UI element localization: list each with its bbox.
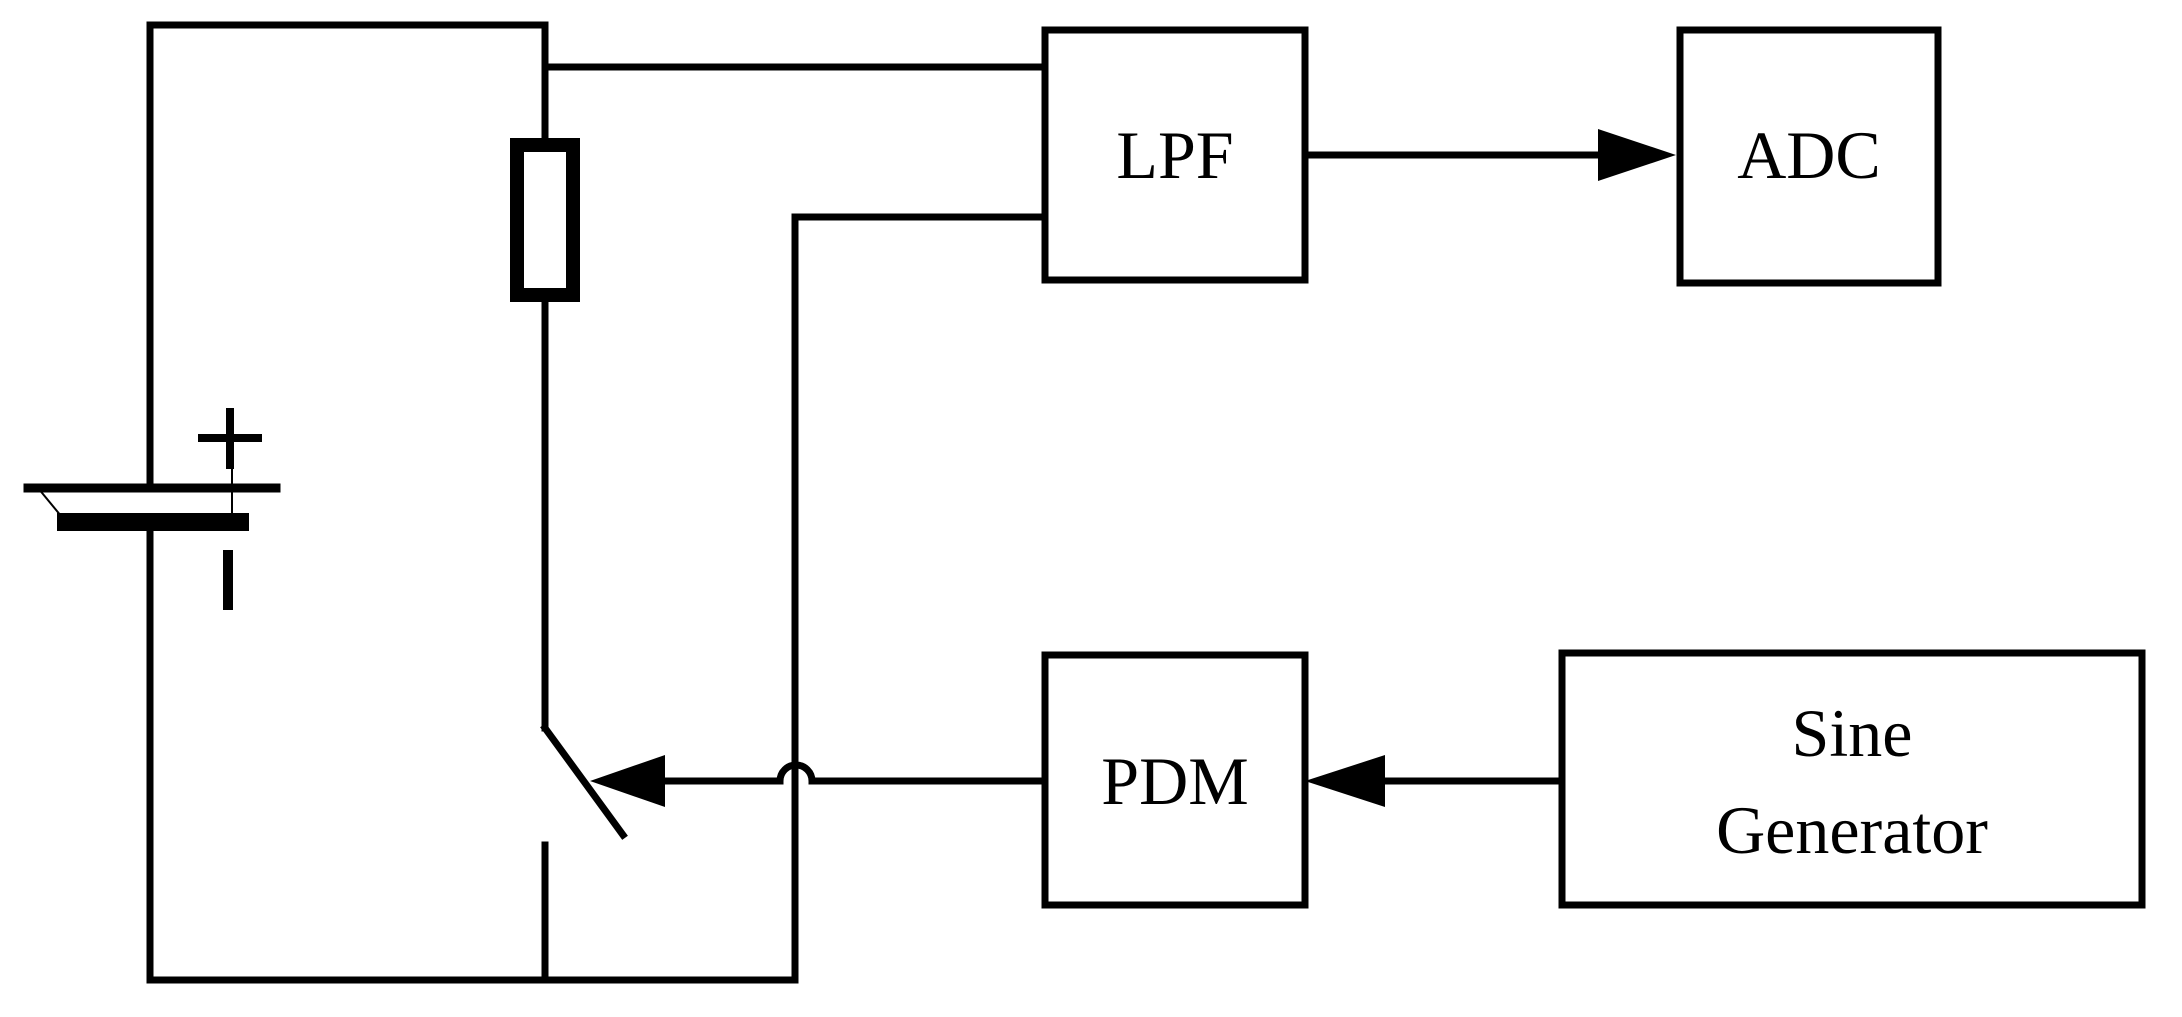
pdm-block: PDM [1041, 651, 1309, 909]
battery [23, 408, 281, 610]
resistor [510, 138, 580, 302]
lpf-block: LPF [1041, 26, 1309, 284]
lpf-label: LPF [1116, 117, 1233, 193]
sine-generator-label-line-2: Generator [1716, 792, 1988, 868]
sine-to-pdm-arrow [1305, 755, 1564, 807]
sine-generator-block: Sine Generator [1558, 649, 2146, 909]
switch [540, 723, 628, 840]
adc-label: ADC [1737, 117, 1881, 193]
lpf-to-adc-arrow [1301, 129, 1676, 181]
sine-generator-label-line-1: Sine [1792, 695, 1913, 771]
switch-control-wire [590, 755, 1049, 807]
switch-blade [540, 723, 628, 840]
pdm-label: PDM [1101, 743, 1248, 819]
battery-lead-left [37, 487, 67, 523]
arrow-head-pdm [1305, 755, 1385, 807]
arrow-head-switch [590, 755, 665, 807]
battery-positive-sign [198, 408, 262, 469]
circuit-wires [146, 21, 1049, 984]
adc-block: ADC [1676, 26, 1942, 287]
arrow-head-adc [1598, 129, 1676, 181]
